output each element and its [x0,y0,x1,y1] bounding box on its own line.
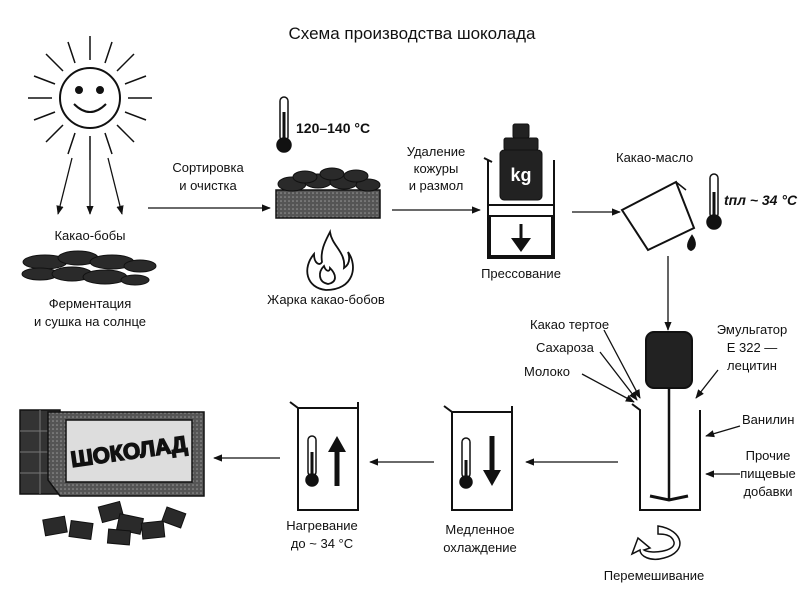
sugar-label: Сахароза [536,340,594,355]
thermometer-icon-2 [706,173,722,230]
other-additives-line2: пищевые [740,466,796,481]
heating-line1: Нагревание [286,518,358,533]
thermometer-icon [276,96,292,153]
fermentation-label: Ферментация [48,296,132,311]
husk-removal-line1: Удаление [406,144,466,159]
roasting-tray-icon [275,167,381,219]
vanillin-label: Ванилин [742,412,795,427]
cooling-beaker-icon [443,405,513,511]
heating-thermometer-icon [305,435,319,487]
mixer-icon [645,331,693,502]
sorting-label: Сортировка [172,160,244,175]
emulsifier-line2: Е 322 — [726,340,778,355]
pressing-label: Прессование [481,266,561,281]
emulsifier-line3: лецитин [727,358,777,373]
cooling-thermometer-icon [459,437,473,489]
heating-beaker-icon [289,401,359,511]
cocoa-beans-label: Какао-бобы [54,228,126,243]
cocoa-butter-cup-icon [620,180,696,252]
cooling-down-arrow-icon [483,436,501,486]
kg-weight-icon: kg [499,123,543,252]
heating-line2: до ~ 34 °C [290,536,354,551]
chocolate-pieces-icon [42,500,187,546]
cooling-line1: Медленное [445,522,515,537]
sun-drying-label: и сушка на солнце [33,314,147,329]
cocoa-butter-label: Какао-масло [616,150,694,165]
mixing-beaker-icon [631,403,701,511]
sun-icon [28,36,152,160]
husk-removal-line2: кожуры [413,161,459,176]
melting-temperature: tпл ~ 34 °C [724,192,798,208]
milk-label: Молоко [524,364,570,379]
emulsifier-line1: Эмульгатор [716,322,788,337]
husk-removal-line3: и размол [408,178,464,193]
diagram-title: Схема производства шоколада [288,24,536,43]
roasting-label: Жарка какао-бобов [267,292,385,307]
other-additives-line3: добавки [743,484,793,499]
heating-up-arrow-icon [328,436,346,486]
cleaning-label: и очистка [179,178,237,193]
kg-label: kg [510,165,531,185]
ingredient-arrows [581,329,741,478]
roasting-temperature: 120–140 °C [296,120,371,136]
cocoa-mass-label: Какао тертое [530,317,610,332]
mixing-rotation-icon [630,525,681,561]
other-additives-line1: Прочие [745,448,791,463]
cocoa-beans-drying-icon [21,250,157,286]
sun-ray-arrows [56,157,124,215]
flame-icon [306,229,354,291]
chocolate-bar-icon: ШОКОЛАД [19,409,205,497]
cooling-line2: охлаждение [443,540,517,555]
mixing-label: Перемешивание [603,568,705,583]
